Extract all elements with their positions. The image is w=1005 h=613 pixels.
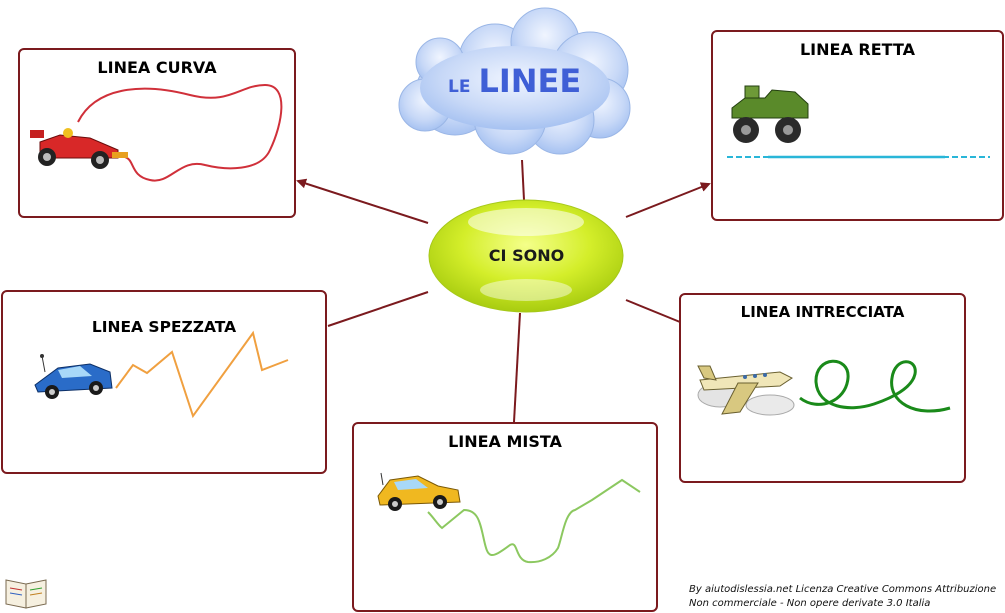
connector-retta bbox=[625, 182, 711, 218]
box-linea-curva: LINEA CURVA bbox=[18, 48, 296, 218]
box-linea-spezzata: LINEA SPEZZATA bbox=[1, 290, 327, 474]
license-line-1: By aiutodislessia.net Licenza Creative C… bbox=[689, 584, 997, 595]
license-line-2: Non commerciale - Non opere derivate 3.0… bbox=[689, 598, 931, 609]
connectors bbox=[296, 159, 711, 423]
box-title-intrecciata: LINEA INTRECCIATA bbox=[740, 303, 905, 321]
connector-curva bbox=[296, 178, 429, 224]
connector-intrecciata bbox=[625, 299, 681, 323]
license-footer: By aiutodislessia.net Licenza Creative C… bbox=[689, 583, 1005, 611]
box-title-curva: LINEA CURVA bbox=[97, 58, 217, 77]
cloud-shape bbox=[398, 7, 631, 155]
box-linea-mista: LINEA MISTA bbox=[352, 422, 658, 612]
box-linea-retta: LINEA RETTA bbox=[711, 30, 1004, 221]
box-title-mista: LINEA MISTA bbox=[448, 432, 562, 451]
book-logo-icon bbox=[5, 579, 47, 609]
box-title-retta: LINEA RETTA bbox=[799, 40, 915, 59]
connector-spezzata bbox=[327, 291, 429, 327]
cloud-title: LE LINEE bbox=[448, 62, 581, 100]
connector-cloud bbox=[521, 159, 525, 201]
box-linea-intrecciata: LINEA INTRECCIATA bbox=[679, 293, 966, 483]
box-title-spezzata: LINEA SPEZZATA bbox=[91, 318, 237, 336]
connector-mista bbox=[513, 312, 521, 423]
center-oval bbox=[428, 199, 624, 313]
cloud-title-big: LINEE bbox=[478, 62, 582, 100]
center-label: CI SONO bbox=[488, 246, 565, 265]
cloud-title-small: LE bbox=[448, 77, 471, 97]
